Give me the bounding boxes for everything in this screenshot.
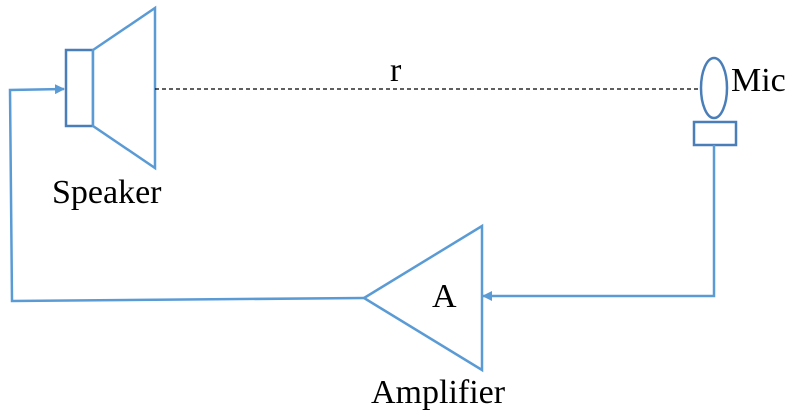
mic-to-amplifier-wire (482, 145, 716, 301)
microphone (692, 56, 738, 147)
speaker-cone (91, 5, 157, 171)
distance-label: r (390, 52, 402, 89)
mic-label: Mic (731, 62, 786, 99)
amplifier-to-speaker-wire (8, 84, 365, 303)
mic-base (692, 120, 738, 147)
speaker-magnet (64, 48, 95, 128)
mic-head (699, 56, 729, 120)
amplifier (361, 223, 484, 373)
amplifier-label: Amplifier (371, 374, 506, 411)
speaker-label: Speaker (52, 174, 162, 211)
speaker (64, 5, 157, 171)
gain-label: A (432, 278, 457, 315)
